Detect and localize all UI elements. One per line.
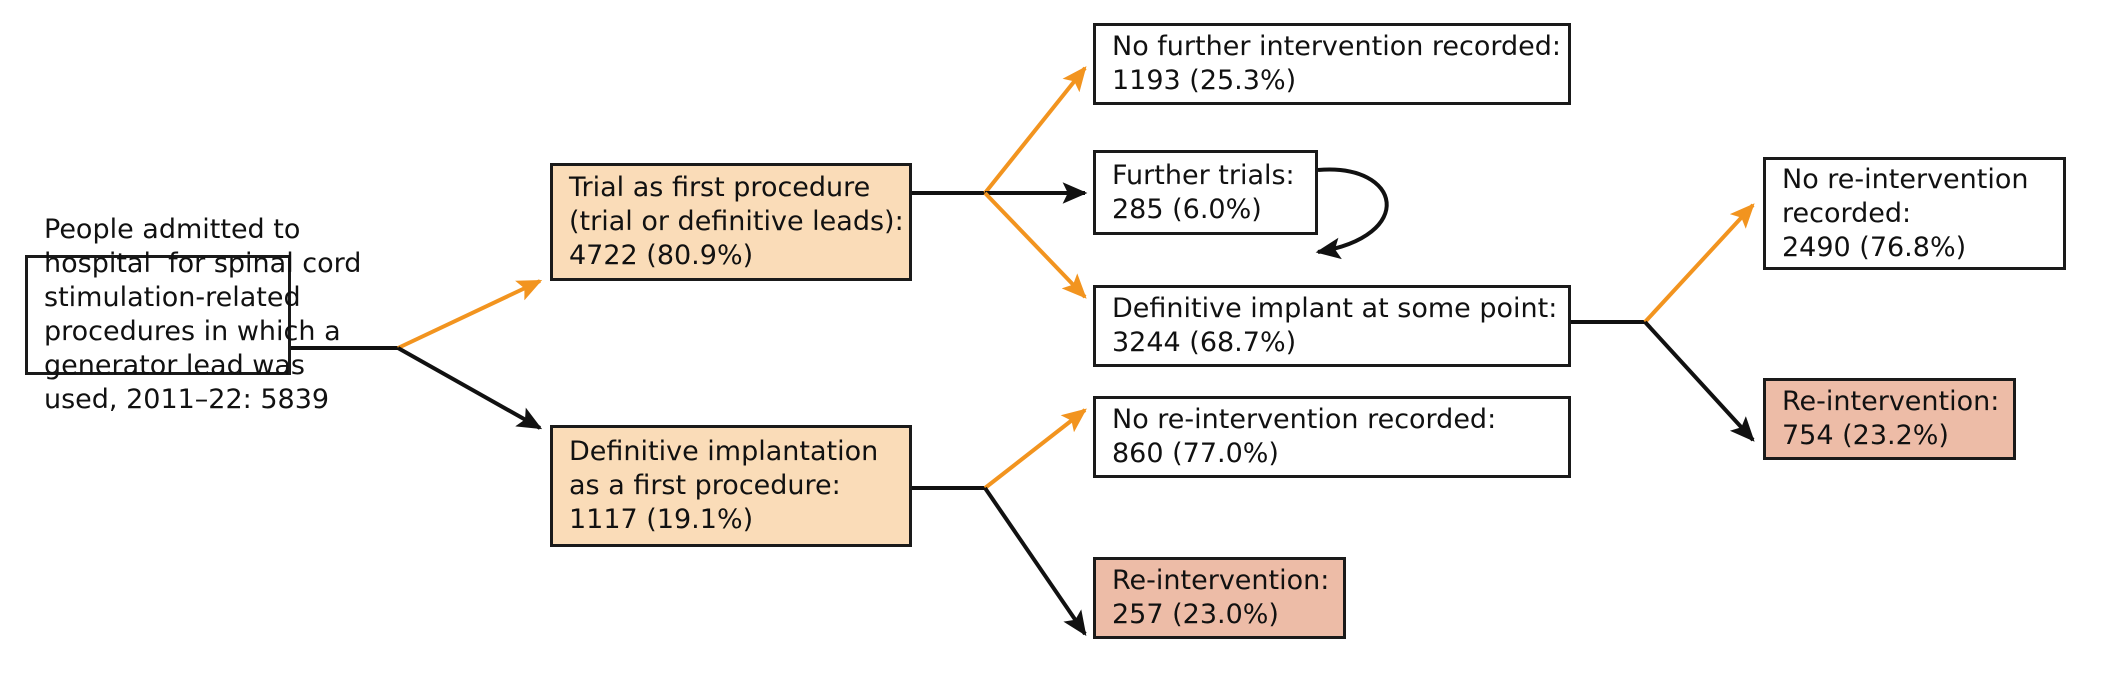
node-definitive-implant-line-2: 3244 (68.7%) [1112,327,1297,358]
node-cohort[interactable]: People admitted to hospital for spinal c… [25,214,361,415]
node-cohort-line-4: procedures in which a [44,316,341,347]
node-no-re-intervention-recorded-860[interactable]: No re-intervention recorded: 860 (77.0%) [1093,396,1571,478]
node-cohort-line-5: generator lead was [44,350,305,381]
node-definitive-implantation-first-procedure[interactable]: Definitive implantation as a first proce… [550,425,912,547]
node-no-reintervention-860-line-1: No re-intervention recorded: [1112,404,1497,435]
node-trial-first-procedure[interactable]: Trial as first procedure (trial or defin… [550,163,912,281]
edge-definitive-first-to-no-reintervention-860 [983,408,1087,490]
node-cohort-line-6: used, 2011–22: 5839 [44,384,330,415]
node-definitive-first-line-1: Definitive implantation [569,436,879,467]
node-re-intervention-754[interactable]: Re-intervention: 754 (23.2%) [1763,378,2016,460]
node-reintervention-754-line-2: 754 (23.2%) [1782,420,1949,451]
node-definitive-implant-at-some-point[interactable]: Definitive implant at some point: 3244 (… [1093,285,1571,367]
node-reintervention-257-line-1: Re-intervention: [1112,565,1330,596]
node-definitive-first-line-2: as a first procedure: [569,470,841,501]
edge-cohort-to-trial-first [397,279,543,350]
node-further-trials[interactable]: Further trials: 285 (6.0%) [1093,150,1318,235]
edge-further-trials-self-loop [1315,167,1389,260]
node-cohort-line-2: hospital for spinal cord [44,248,362,279]
node-trial-first-line-2: (trial or definitive leads): [569,206,904,237]
node-cohort-line-1: People admitted to [44,214,301,245]
edge-trial-first-to-no-further-intervention [983,66,1087,195]
node-no-further-intervention-recorded[interactable]: No further intervention recorded: 1193 (… [1093,23,1571,105]
node-no-further-intervention-line-2: 1193 (25.3%) [1112,65,1297,96]
node-reintervention-257-line-2: 257 (23.0%) [1112,599,1279,630]
node-definitive-first-line-3: 1117 (19.1%) [569,504,754,535]
edge-definitive-implant-to-reintervention-754 [1643,320,1755,442]
node-further-trials-line-1: Further trials: [1112,159,1295,191]
node-no-reintervention-2490-line-3: 2490 (76.8%) [1782,231,1967,263]
node-re-intervention-257[interactable]: Re-intervention: 257 (23.0%) [1093,557,1346,639]
edge-definitive-first-to-reintervention-257 [983,486,1087,636]
edge-trial-first-to-definitive-implant [983,191,1087,299]
node-reintervention-754-line-1: Re-intervention: [1782,386,2000,417]
node-no-re-intervention-recorded-2490[interactable]: No re-intervention recorded: 2490 (76.8%… [1763,157,2066,270]
edge-definitive-implant-to-no-reintervention-2490 [1643,203,1755,324]
node-trial-first-line-3: 4722 (80.9%) [569,240,754,271]
node-definitive-implant-line-1: Definitive implant at some point: [1112,293,1558,324]
node-no-reintervention-860-line-2: 860 (77.0%) [1112,438,1279,469]
node-no-reintervention-2490-line-1: No re-intervention [1782,163,2029,195]
node-no-further-intervention-line-1: No further intervention recorded: [1112,31,1562,62]
node-cohort-line-3: stimulation-related [44,282,301,313]
node-trial-first-line-1: Trial as first procedure [569,172,871,203]
edge-cohort-to-definitive-first [397,346,543,430]
node-no-reintervention-2490-line-2: recorded: [1782,197,1912,229]
node-further-trials-line-2: 285 (6.0%) [1112,193,1262,225]
